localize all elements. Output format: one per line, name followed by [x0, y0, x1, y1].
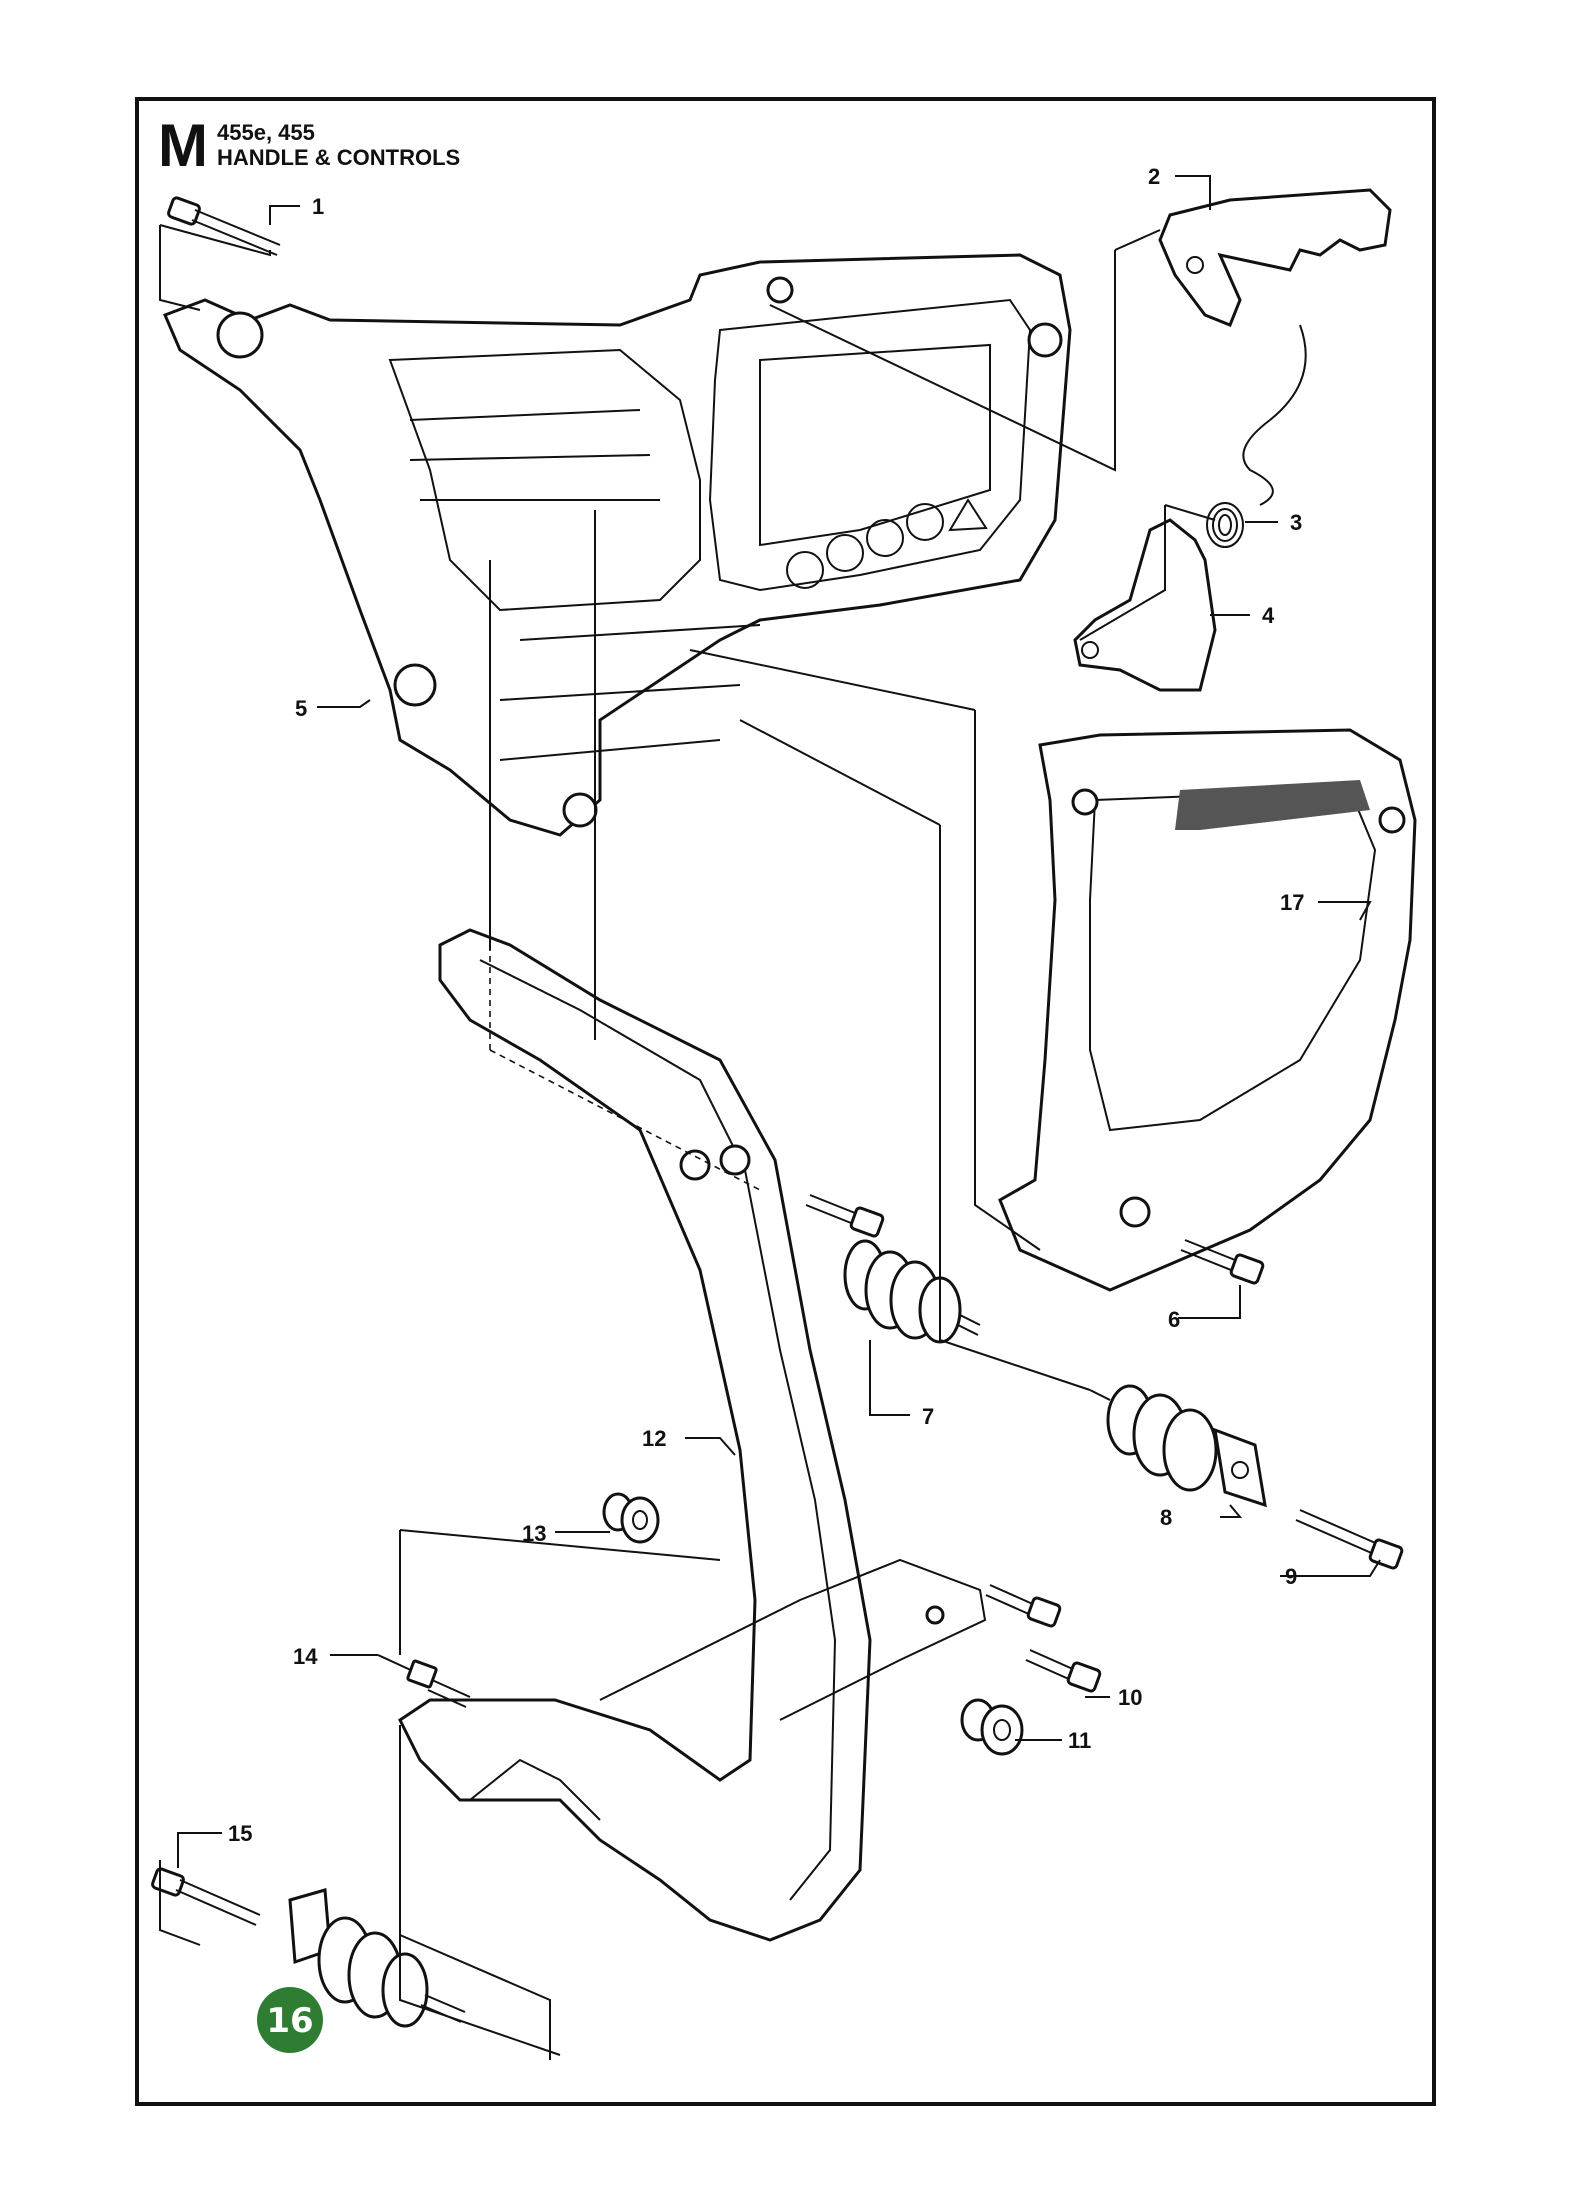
callout-16: 16 [266, 2001, 313, 2041]
throttle-trigger[interactable] [1073, 518, 1217, 692]
callout-12: 12 [642, 1426, 666, 1451]
stud-14[interactable] [377, 1654, 471, 1708]
av-spring-7[interactable] [843, 1239, 981, 1344]
screw-6[interactable] [1180, 1239, 1265, 1285]
section-letter: M [158, 112, 208, 179]
callout-numbers: 1 2 3 4 5 6 7 8 9 10 11 12 13 14 15 17 [228, 164, 1304, 1846]
callout-1: 1 [312, 194, 324, 219]
bushing-11[interactable] [960, 1698, 1024, 1756]
highlight-badge-16[interactable]: 16 [257, 1987, 323, 2053]
callout-7: 7 [922, 1404, 934, 1429]
callout-11: 11 [1068, 1728, 1091, 1753]
screw-1[interactable] [167, 196, 281, 256]
bushing-13[interactable] [602, 1492, 660, 1544]
callout-13: 13 [522, 1521, 546, 1546]
callout-3: 3 [1290, 510, 1302, 535]
screw-15[interactable] [151, 1867, 261, 1926]
assembly-guide-lines [159, 224, 1216, 2060]
callout-6: 6 [1168, 1307, 1180, 1332]
callout-10: 10 [1118, 1685, 1142, 1710]
handle-cover[interactable] [998, 728, 1417, 1292]
av-spring-16[interactable] [288, 1888, 466, 2028]
callout-2: 2 [1148, 164, 1160, 189]
throttle-lockout[interactable] [1158, 188, 1392, 327]
front-handle[interactable] [398, 928, 987, 1942]
callout-8: 8 [1160, 1505, 1172, 1530]
av-spring-8[interactable] [1089, 1384, 1267, 1508]
model-list: 455e, 455 [217, 120, 315, 145]
callout-17: 17 [1280, 890, 1304, 915]
throttle-spring[interactable] [1206, 324, 1307, 548]
diagram-title: HANDLE & CONTROLS [217, 145, 461, 170]
callout-15: 15 [228, 1821, 252, 1846]
diagram-frame [135, 97, 1436, 2106]
callout-5: 5 [295, 696, 307, 721]
callout-14: 14 [293, 1644, 318, 1669]
callout-4: 4 [1262, 603, 1275, 628]
callout-leaders [177, 175, 1381, 1868]
screw-9[interactable] [1295, 1509, 1404, 1570]
warning-symbols [786, 498, 988, 589]
rear-handle-housing[interactable] [163, 253, 1072, 837]
screw-10[interactable] [985, 1584, 1102, 1693]
screw-upper-front[interactable] [805, 1194, 885, 1238]
callout-9: 9 [1285, 1564, 1297, 1589]
